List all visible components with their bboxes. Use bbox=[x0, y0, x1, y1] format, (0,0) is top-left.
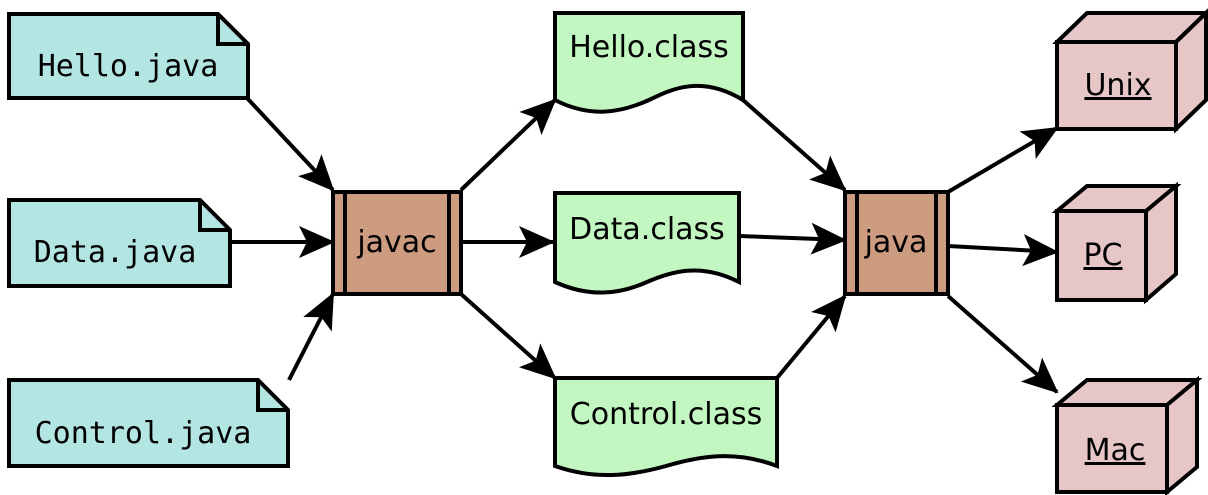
edge-control-java-to-javac bbox=[287, 292, 335, 381]
platform-label: Unix bbox=[1084, 68, 1151, 103]
document-shape bbox=[553, 376, 779, 478]
document-shape bbox=[553, 191, 741, 295]
note-shape bbox=[7, 12, 250, 100]
process-box bbox=[331, 190, 463, 296]
box-front bbox=[1055, 40, 1178, 131]
folded-corner bbox=[256, 380, 288, 412]
class-file-control-class: Control.class bbox=[553, 376, 779, 478]
source-file-control-java: Control.java bbox=[7, 378, 290, 468]
folded-corner bbox=[216, 14, 248, 46]
class-file-label: Data.class bbox=[569, 212, 725, 247]
source-file-label: Hello.java bbox=[38, 49, 219, 84]
source-file-label: Data.java bbox=[34, 235, 197, 270]
class-file-label: Hello.class bbox=[569, 30, 729, 65]
class-file-data-class: Data.class bbox=[553, 191, 741, 295]
edge-data-class-to-java bbox=[738, 222, 847, 255]
edge-java-to-unix bbox=[946, 126, 1059, 194]
edge-control-class-to-java bbox=[775, 294, 847, 380]
class-file-hello-class: Hello.class bbox=[553, 11, 745, 114]
folded-corner bbox=[198, 200, 230, 232]
class-file-label: Control.class bbox=[570, 397, 762, 432]
note-shape bbox=[7, 198, 232, 288]
platform-pc: PC bbox=[1051, 181, 1182, 305]
platform-mac: Mac bbox=[1051, 375, 1203, 495]
box-front bbox=[1055, 403, 1169, 494]
edge-java-to-mac bbox=[946, 294, 1059, 394]
runtime-label: java bbox=[864, 225, 928, 260]
source-file-hello-java: Hello.java bbox=[7, 12, 250, 100]
source-file-label: Control.java bbox=[35, 416, 252, 451]
platform-unix: Unix bbox=[1052, 8, 1208, 134]
note-shape bbox=[7, 378, 290, 468]
platform-label: PC bbox=[1083, 238, 1122, 273]
edge-java-to-pc bbox=[947, 234, 1059, 267]
edge-hello-class-to-java bbox=[741, 98, 847, 192]
platform-label: Mac bbox=[1085, 433, 1146, 468]
javac-process: javac bbox=[331, 190, 463, 296]
document-shape bbox=[553, 11, 745, 114]
java-process: java bbox=[843, 190, 950, 296]
edges bbox=[230, 96, 1059, 394]
source-file-data-java: Data.java bbox=[7, 198, 232, 288]
box-front bbox=[1055, 209, 1148, 302]
process-box bbox=[843, 190, 950, 296]
edge-hello-java-to-javac bbox=[245, 96, 335, 192]
edge-javac-to-hello-class bbox=[459, 98, 557, 192]
edge-javac-to-control-class bbox=[459, 292, 557, 380]
compiler-label: javac bbox=[356, 225, 436, 260]
